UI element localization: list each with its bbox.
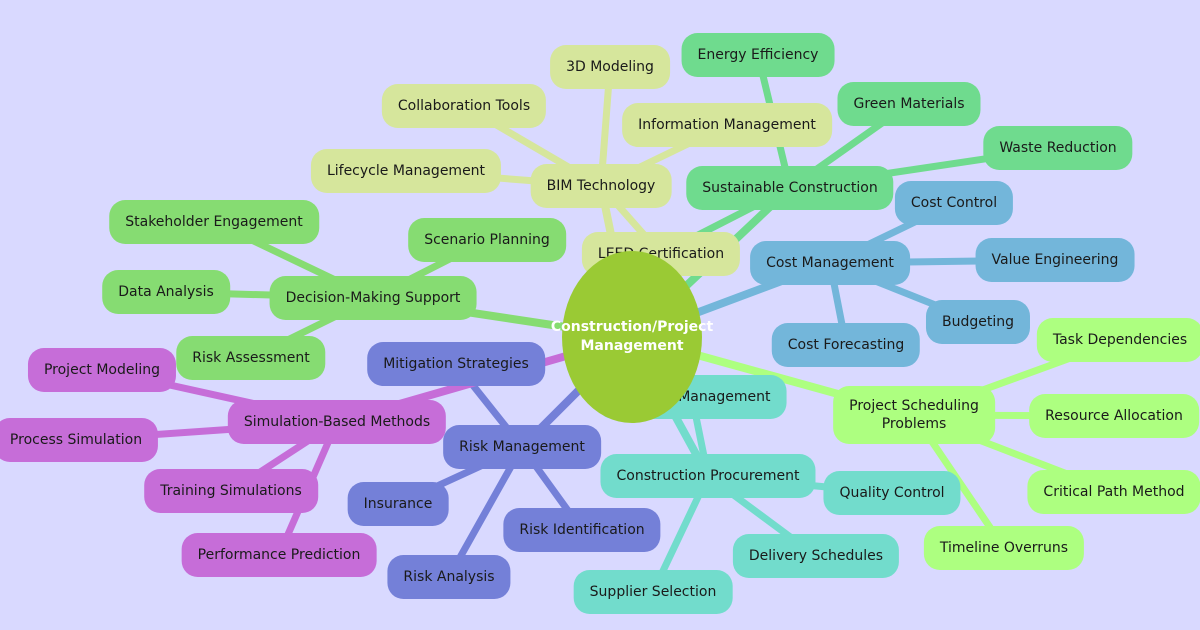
node-cost-forecasting[interactable]: Cost Forecasting [771, 323, 921, 367]
branch-cost[interactable]: Cost Management [750, 241, 910, 285]
node-insurance[interactable]: Insurance [347, 482, 449, 526]
node-quality-control[interactable]: Quality Control [823, 471, 961, 515]
node-cost-control[interactable]: Cost Control [894, 181, 1014, 225]
branch-sustainable[interactable]: Sustainable Construction [686, 166, 894, 210]
node-supplier-selection[interactable]: Supplier Selection [573, 570, 733, 614]
node-critical-path-method[interactable]: Critical Path Method [1027, 470, 1200, 514]
node-budgeting[interactable]: Budgeting [925, 300, 1031, 344]
node-energy-efficiency[interactable]: Energy Efficiency [681, 33, 835, 77]
branch-scheduling[interactable]: Project Scheduling Problems [833, 386, 995, 444]
branch-bim[interactable]: BIM Technology [530, 164, 672, 208]
branch-simulation[interactable]: Simulation-Based Methods [227, 400, 447, 444]
branch-decision[interactable]: Decision-Making Support [269, 276, 477, 320]
node-data-analysis[interactable]: Data Analysis [102, 270, 230, 314]
node-information-management[interactable]: Information Management [622, 103, 832, 147]
node-lifecycle-management[interactable]: Lifecycle Management [310, 149, 502, 193]
node-collaboration-tools[interactable]: Collaboration Tools [381, 84, 547, 128]
node-waste-reduction[interactable]: Waste Reduction [983, 126, 1133, 170]
branch-risk[interactable]: Risk Management [443, 425, 601, 469]
node-risk-assessment[interactable]: Risk Assessment [176, 336, 326, 380]
branch-procurement[interactable]: Construction Procurement [600, 454, 816, 498]
node-performance-prediction[interactable]: Performance Prediction [181, 533, 377, 577]
root-node: Construction/Project Management [551, 251, 713, 423]
node-delivery-schedules[interactable]: Delivery Schedules [732, 534, 900, 578]
node-process-simulation[interactable]: Process Simulation [0, 418, 159, 462]
node-green-materials[interactable]: Green Materials [837, 82, 981, 126]
node-risk-identification[interactable]: Risk Identification [503, 508, 661, 552]
node-resource-allocation[interactable]: Resource Allocation [1029, 394, 1199, 438]
node-risk-analysis[interactable]: Risk Analysis [387, 555, 511, 599]
node-value-engineering[interactable]: Value Engineering [975, 238, 1135, 282]
node-mitigation-strategies[interactable]: Mitigation Strategies [367, 342, 545, 386]
node-training-simulations[interactable]: Training Simulations [144, 469, 318, 513]
node-timeline-overruns[interactable]: Timeline Overruns [923, 526, 1085, 570]
node-3d-modeling[interactable]: 3D Modeling [550, 45, 670, 89]
node-stakeholder-engagement[interactable]: Stakeholder Engagement [109, 200, 319, 244]
node-task-dependencies[interactable]: Task Dependencies [1036, 318, 1200, 362]
node-scenario-planning[interactable]: Scenario Planning [408, 218, 566, 262]
node-project-modeling[interactable]: Project Modeling [27, 348, 177, 392]
